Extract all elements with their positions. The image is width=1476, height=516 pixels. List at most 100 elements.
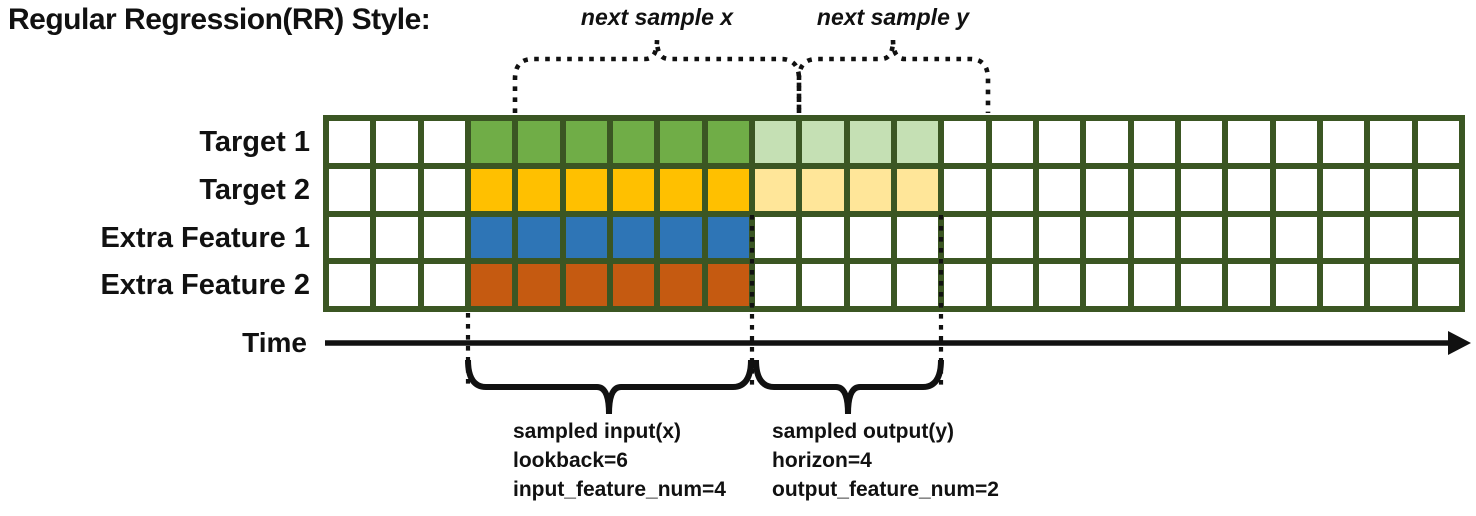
grid-cell [991,264,1033,306]
grid-cell [754,264,797,306]
grid-cell [518,168,560,211]
grid-cell [1228,216,1270,259]
grid-cell [1370,216,1412,259]
grid-cell [849,216,891,259]
grid-cell [802,216,844,259]
grid-cell [1180,216,1223,259]
grid-cell [707,121,749,163]
grid-cell [423,168,465,211]
grid-cell [944,121,986,163]
grid-cell [1228,121,1270,163]
grid-cell [1038,216,1081,259]
grid-cell [896,216,939,259]
grid-cell [1133,168,1175,211]
time-axis-arrowhead [1448,331,1471,355]
grid-cell [1133,264,1175,306]
grid-cell [1038,264,1081,306]
sample-grid [323,115,1465,312]
output-feature-num-line: output_feature_num=2 [772,478,999,501]
grid-cell [1275,216,1317,259]
grid-cell [470,264,513,306]
grid-cell [707,264,749,306]
grid-cell [707,168,749,211]
next-sample-x-brace [512,39,802,113]
grid-cell [1322,121,1365,163]
grid-cell [1180,168,1223,211]
grid-cell [1180,121,1223,163]
lookback-line: lookback=6 [513,449,628,472]
sampled-input-line: sampled input(x) [513,420,682,443]
grid-cell [565,168,607,211]
grid-cell [565,216,607,259]
sampled-output-note: sampled output(y) horizon=4 output_featu… [772,417,999,504]
grid-cell [1370,121,1412,163]
grid-cell [896,264,939,306]
row-label-target-1: Target 1 [199,126,310,158]
grid-cell [896,168,939,211]
grid-cell [944,168,986,211]
grid-cell [329,264,371,306]
grid-cell [991,121,1033,163]
grid-cell [1417,216,1459,259]
grid-cell [1322,168,1365,211]
sampled-input-brace [465,359,754,415]
grid-cell [1417,264,1459,306]
grid-cell [707,216,749,259]
grid-cell [1275,264,1317,306]
grid-cell [1038,121,1081,163]
grid-cell [1417,121,1459,163]
grid-cell [612,264,655,306]
grid-cell [754,121,797,163]
grid-cell [1275,168,1317,211]
grid-cell [376,168,418,211]
grid-cell [423,121,465,163]
grid-cell [612,216,655,259]
grid-cell [518,216,560,259]
next-sample-x-label: next sample x [580,4,734,30]
grid-cell [1086,168,1128,211]
grid-cell [660,216,702,259]
grid-cell [612,168,655,211]
grid-cell [849,168,891,211]
grid-cell [376,216,418,259]
grid-cell [754,216,797,259]
grid-cell [565,121,607,163]
sampled-output-line: sampled output(y) [772,420,954,443]
grid-cell [660,121,702,163]
grid-cell [565,264,607,306]
grid-cell [849,264,891,306]
grid-cell [1133,121,1175,163]
next-sample-y-brace [796,39,991,113]
grid-cell [470,121,513,163]
grid-cell [991,168,1033,211]
grid-cell [802,121,844,163]
grid-cell [1228,264,1270,306]
grid-cell [1086,264,1128,306]
horizon-line: horizon=4 [772,449,872,472]
diagram-title: Regular Regression(RR) Style: [8,3,431,36]
grid-cell [1275,121,1317,163]
grid-cell [660,264,702,306]
grid-cell [329,168,371,211]
grid-cell [1038,168,1081,211]
sampled-output-brace [753,359,944,415]
grid-cell [1370,264,1412,306]
grid-cell [470,168,513,211]
grid-cell [1086,121,1128,163]
next-sample-y-label: next sample y [816,4,970,30]
grid-cell [1133,216,1175,259]
grid-cell [660,168,702,211]
input-feature-num-line: input_feature_num=4 [513,478,726,501]
grid-cell [470,216,513,259]
time-axis-label: Time [242,327,307,358]
row-label-extra-feature-1: Extra Feature 1 [100,222,310,254]
grid-cell [896,121,939,163]
grid-cell [1228,168,1270,211]
grid-cell [802,264,844,306]
row-label-target-2: Target 2 [199,174,310,206]
grid-cell [376,264,418,306]
grid-cell [1180,264,1223,306]
grid-cell [944,264,986,306]
grid-cell [329,216,371,259]
